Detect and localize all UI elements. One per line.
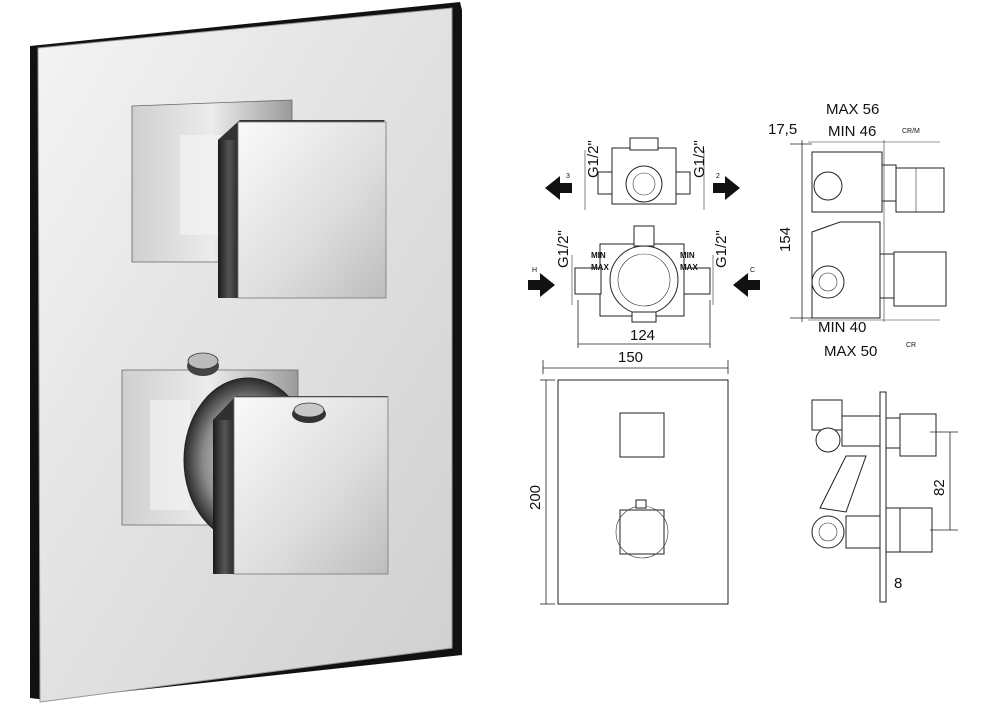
- min-left-label: MIN: [591, 251, 606, 260]
- hot-inlet-arrow-icon: [528, 273, 555, 297]
- outlet-2-arrow-icon: [713, 176, 740, 200]
- depth-min-bottom: MIN 40: [818, 319, 866, 336]
- side-view-drawing: MAX 56 MIN 46 CR/M 17,5 154 MIN 40 MAX 5…: [768, 101, 947, 360]
- connection-top-right: G1/2": [691, 140, 708, 178]
- profile-thickness-dim: 8: [894, 575, 902, 592]
- connection-bottom-right: G1/2": [713, 230, 730, 268]
- finish-bottom: CR: [906, 342, 916, 349]
- side-height-dim: 154: [777, 227, 794, 252]
- max-right-label: MAX: [680, 263, 698, 272]
- outlet-3-arrow-icon: [545, 176, 572, 200]
- profile-view-drawing: 82 8: [811, 391, 958, 603]
- profile-spacing-dim: 82: [931, 479, 948, 496]
- plate-height-dim: 200: [527, 485, 544, 510]
- inlet-right-letter: C: [750, 267, 755, 274]
- front-width-dim: 124: [630, 327, 655, 344]
- plate-view-drawing: 150 200: [527, 349, 729, 605]
- connection-bottom-left: G1/2": [555, 230, 572, 268]
- top-handle-face: [237, 121, 387, 299]
- bottom-handle-side: [213, 396, 236, 574]
- min-right-label: MIN: [680, 251, 695, 260]
- offset-dim: 17,5: [768, 121, 797, 138]
- depth-min-top: MIN 46: [828, 123, 876, 140]
- outlet-left-number: 3: [566, 173, 570, 180]
- outlet-right-number: 2: [716, 173, 720, 180]
- front-view-drawing: 3 2 H C G1/2" G1/2" G1/2" G1/2" MIN MAX …: [528, 137, 760, 348]
- product-photo: [30, 2, 462, 703]
- depth-max-top: MAX 56: [826, 101, 879, 118]
- connection-top-left: G1/2": [585, 140, 602, 178]
- top-handle-side: [218, 120, 240, 298]
- cold-inlet-arrow-icon: [733, 273, 760, 297]
- depth-max-bottom: MAX 50: [824, 343, 877, 360]
- bottom-handle-face: [233, 396, 389, 575]
- plate-width-dim: 150: [618, 349, 643, 366]
- finish-top: CR/M: [902, 128, 920, 135]
- inlet-left-letter: H: [532, 267, 537, 274]
- max-left-label: MAX: [591, 263, 609, 272]
